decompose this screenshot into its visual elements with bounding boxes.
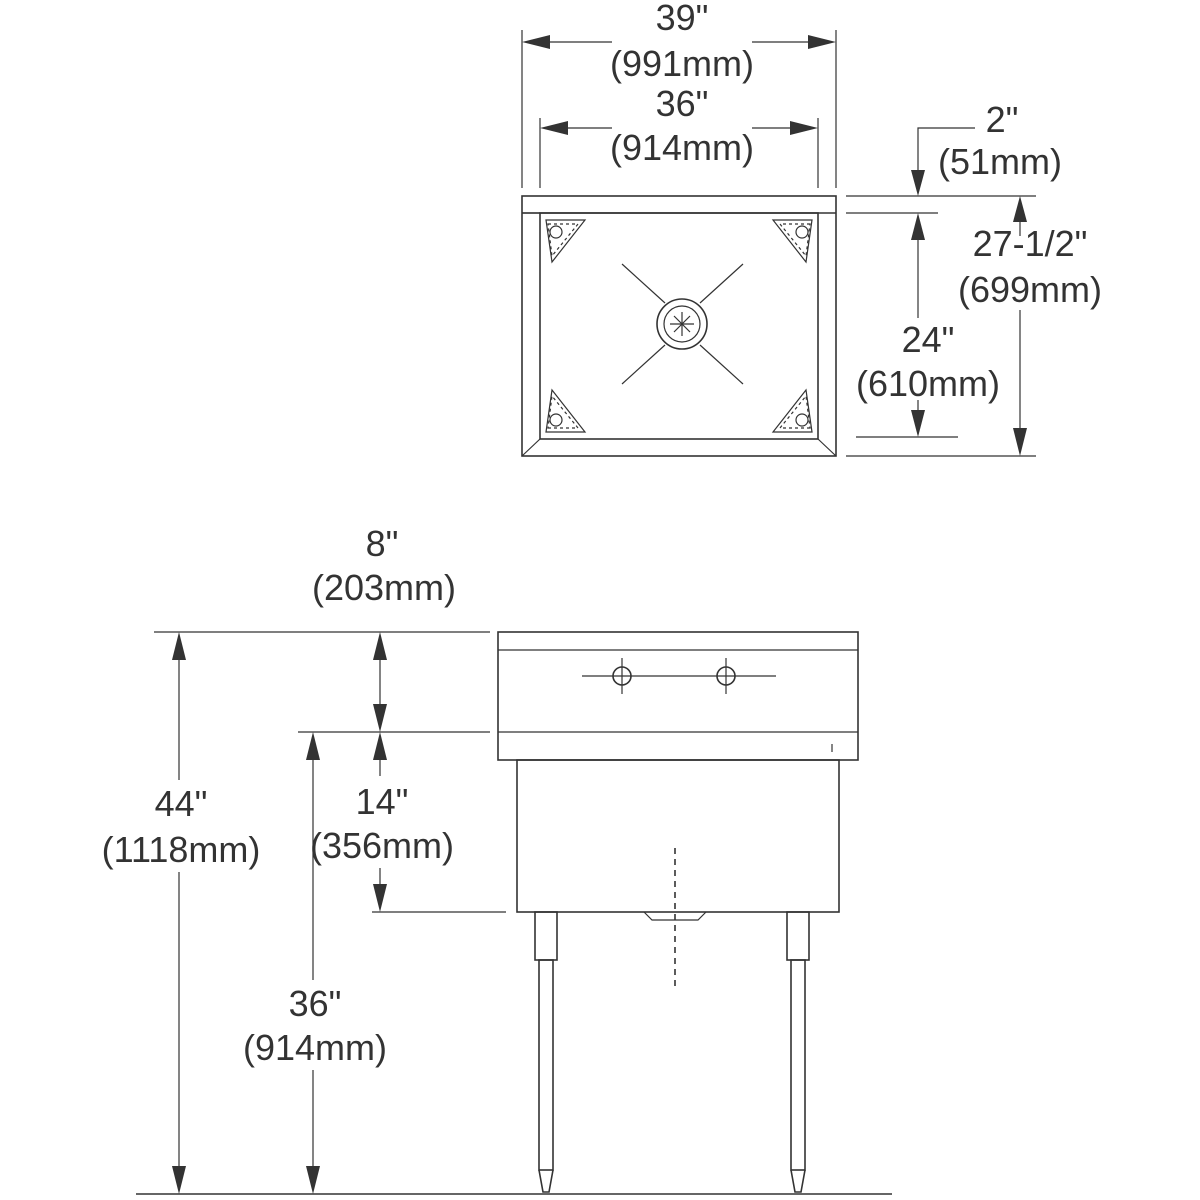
bevel-line [521, 438, 541, 457]
dimension-backsplash-height: 8" (203mm) [312, 523, 456, 732]
top-view: 39" (991mm) 36" (914mm) 2" (51mm) 27-1/2… [521, 0, 1102, 457]
bowl-depth-side-mm: (356mm) [310, 825, 454, 866]
corner-bracket-bottom-right [771, 388, 813, 433]
bowl-depth-inches: 24" [902, 319, 955, 360]
rim-height-inches: 36" [289, 983, 342, 1024]
overall-depth-inches: 27-1/2" [973, 223, 1088, 264]
drain-icon [621, 263, 744, 385]
bevel-line [817, 438, 837, 457]
overall-width-mm: (991mm) [610, 43, 754, 84]
overall-height-mm: (1118mm) [102, 829, 261, 870]
overall-depth-mm: (699mm) [958, 269, 1102, 310]
dimension-bowl-width: 36" (914mm) [540, 83, 818, 168]
backsplash-panel [497, 631, 859, 761]
bowl-body [516, 759, 840, 913]
bowl-depth-side-inches: 14" [356, 781, 409, 822]
overall-height-inches: 44" [155, 783, 208, 824]
dimension-overall-height: 44" (1118mm) [102, 632, 261, 1194]
backsplash-inches: 2" [986, 99, 1019, 140]
sink-outer-rim [521, 195, 837, 457]
backsplash-mm: (51mm) [938, 141, 1062, 182]
left-leg [534, 911, 558, 1193]
dimension-backsplash: 2" (51mm) [911, 99, 1062, 236]
overall-width-inches: 39" [656, 0, 709, 38]
bowl-width-inches: 36" [656, 83, 709, 124]
corner-bracket-bottom-left [545, 388, 587, 433]
backsplash-height-mm: (203mm) [312, 567, 456, 608]
dimension-overall-width: 39" (991mm) [522, 0, 836, 84]
bowl-outline [539, 212, 819, 440]
dimension-bowl-depth-top: 24" (610mm) [856, 213, 1000, 437]
rim-height-mm: (914mm) [243, 1027, 387, 1068]
side-view: 8" (203mm) 14" (356mm) 44" (1118mm) [102, 523, 892, 1195]
backsplash-height-inches: 8" [366, 523, 399, 564]
dimension-overall-depth: 27-1/2" (699mm) [958, 223, 1102, 456]
bowl-depth-mm: (610mm) [856, 363, 1000, 404]
faucet-holes [582, 658, 776, 694]
corner-bracket-top-left [545, 219, 587, 264]
dimension-bowl-depth-side: 14" (356mm) [310, 732, 454, 912]
corner-bracket-top-right [771, 219, 813, 264]
bowl-width-mm: (914mm) [610, 127, 754, 168]
dimension-rim-height: 36" (914mm) [243, 732, 387, 1194]
right-leg [786, 911, 810, 1193]
